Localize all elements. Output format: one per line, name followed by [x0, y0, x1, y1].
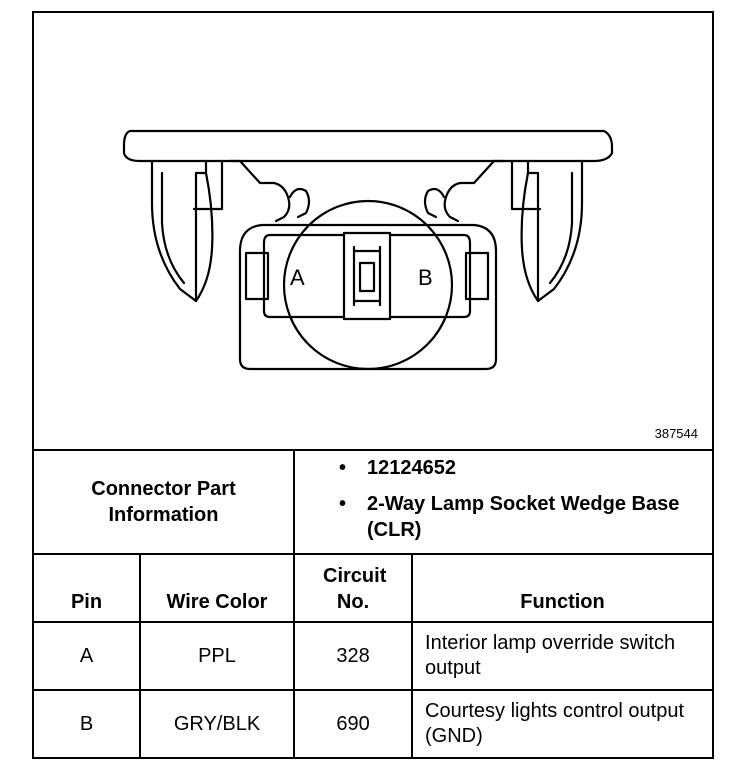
terminal-block [262, 233, 472, 319]
connector-info-table: Connector Part Information 12124652 2-Wa… [34, 449, 713, 757]
row-b-circuit: 690 [293, 689, 414, 757]
table-row: A PPL 328 Interior lamp override switch … [34, 621, 713, 691]
connector-figure: A B 387544 [34, 13, 712, 449]
connector-part-label: Connector Part Information [34, 449, 296, 555]
right-hook [443, 159, 506, 223]
row-a-wire-color: PPL [138, 621, 296, 691]
row-b-wire-color: GRY/BLK [138, 689, 296, 757]
table-header-row: Pin Wire Color Circuit No. Function [34, 553, 713, 623]
part-number: 12124652 [339, 455, 712, 481]
header-circuit: Circuit No. [293, 553, 414, 623]
connector-sheet: A B 387544 Connector Part Information 12… [32, 11, 714, 759]
row-a-circuit: 328 [293, 621, 414, 691]
wedge-slot [342, 231, 392, 321]
right-latch [526, 159, 584, 303]
row-a-pin: A [34, 621, 141, 691]
connector-flange [122, 129, 614, 163]
socket-circle [282, 199, 454, 371]
pin-a-label: A [290, 265, 305, 290]
left-latch [150, 159, 208, 303]
connector-part-details: 12124652 2-Way Lamp Socket Wedge Base (C… [293, 449, 713, 555]
pin-b-label: B [418, 265, 433, 290]
left-hook [228, 159, 291, 223]
part-description: 2-Way Lamp Socket Wedge Base (CLR) [339, 491, 712, 543]
connector-part-row: Connector Part Information 12124652 2-Wa… [34, 449, 713, 555]
row-a-function: Interior lamp override switch output [411, 621, 713, 691]
header-function: Function [411, 553, 713, 623]
header-wire-color: Wire Color [138, 553, 296, 623]
table-row: B GRY/BLK 690 Courtesy lights control ou… [34, 689, 713, 757]
row-b-pin: B [34, 689, 141, 757]
figure-id: 387544 [654, 426, 698, 441]
header-pin: Pin [34, 553, 141, 623]
connector-drawing: A B [122, 129, 614, 371]
connector-housing [238, 223, 498, 371]
row-b-function: Courtesy lights control output (GND) [411, 689, 713, 757]
